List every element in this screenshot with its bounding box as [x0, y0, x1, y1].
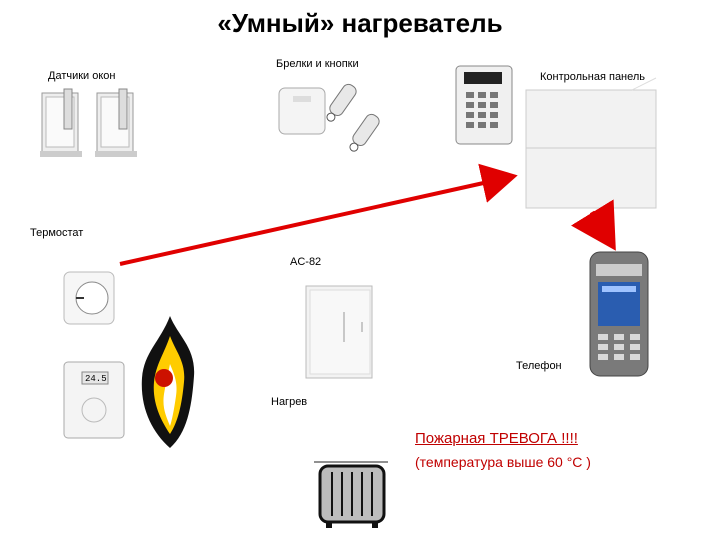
page-title: «Умный» нагреватель [217, 8, 503, 38]
keyfobs-label: Брелки и кнопки [276, 58, 359, 70]
control-enclosure [525, 77, 657, 209]
ac82-label: AC-82 [290, 256, 322, 268]
control-panel-image [455, 65, 657, 209]
keyfobs-image [278, 83, 380, 152]
panel-to-phone-arrow [570, 199, 616, 251]
ac82-image [305, 285, 373, 379]
fire-icon [141, 316, 195, 448]
phone-image [589, 251, 649, 377]
window-sensors-label: Датчики окон [48, 70, 116, 82]
window-sensor-2 [95, 88, 137, 157]
thermostat-to-panel-arrow [119, 163, 518, 266]
control-panel-label: Контрольная панель [540, 71, 646, 83]
digital-thermostat-image [63, 361, 125, 439]
phone-label: Телефон [516, 360, 562, 372]
radiator-icon [314, 461, 388, 528]
window-sensor-1 [40, 88, 82, 157]
alarm-title: Пожарная ТРЕВОГА !!!! [415, 430, 578, 447]
keyfob-2 [349, 113, 380, 152]
keyfob-1 [326, 83, 357, 122]
heating-label: Нагрев [271, 396, 308, 408]
wall-button [278, 87, 326, 135]
alarm-subtitle: (температура выше 60 °С ) [415, 454, 591, 470]
thermostat-dial-image [63, 271, 115, 325]
thermostat-label: Термостат [30, 227, 84, 239]
keypad [455, 65, 513, 145]
window-sensors-image [40, 88, 137, 157]
thermostat-display: 24.5 [85, 374, 107, 384]
